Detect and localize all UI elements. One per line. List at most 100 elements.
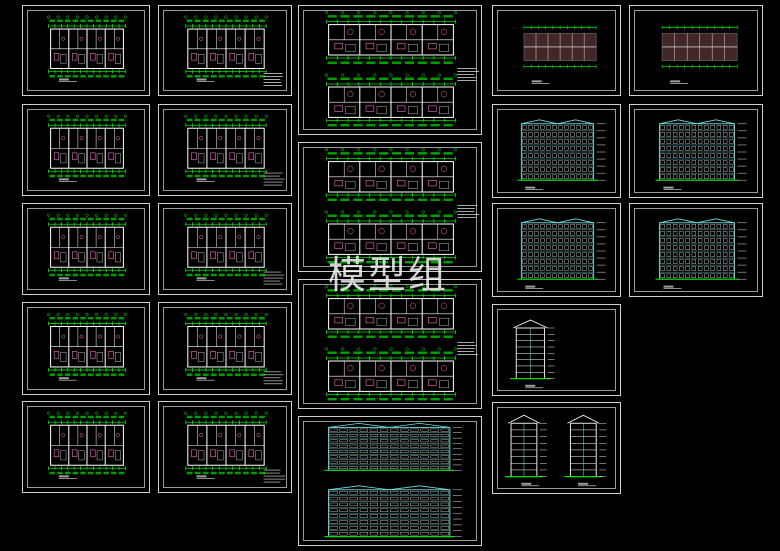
sheet-inner-frame bbox=[27, 307, 145, 390]
drawing-title-mark bbox=[196, 377, 215, 381]
sheet-drawing bbox=[325, 11, 479, 127]
drawing-title-mark bbox=[196, 277, 215, 281]
drawing-title-mark bbox=[196, 475, 215, 479]
drawing-title-mark bbox=[663, 186, 682, 190]
sheet-inner-frame bbox=[27, 10, 145, 91]
sheet-inner-frame bbox=[303, 10, 477, 130]
drawing-title-mark bbox=[521, 482, 540, 487]
drawing-title-mark bbox=[525, 285, 544, 289]
sheet-inner-frame bbox=[163, 208, 287, 290]
drawing-title-mark bbox=[525, 186, 544, 190]
sheet-inner-frame bbox=[634, 208, 758, 292]
sheet-inner-frame bbox=[497, 208, 616, 292]
sheet-drawing bbox=[517, 119, 606, 190]
sheet-drawing bbox=[184, 411, 286, 483]
sheet-inner-frame bbox=[497, 407, 616, 489]
roof-plan bbox=[661, 25, 738, 69]
drawing-notes bbox=[263, 371, 284, 385]
drawing-title-mark bbox=[525, 384, 544, 389]
drawing-sheet-wide-plan-3 bbox=[298, 279, 482, 409]
sheet-drawing bbox=[184, 15, 283, 86]
drawing-sheet-plan-1 bbox=[22, 5, 150, 96]
sheet-drawing bbox=[47, 411, 127, 479]
drawing-sheet-wide-elevation-1 bbox=[298, 416, 482, 546]
drawing-sheet-plan-8 bbox=[158, 302, 292, 395]
drawing-sheet-elevation-1 bbox=[492, 104, 621, 198]
sheet-inner-frame bbox=[497, 10, 616, 91]
drawing-title-mark bbox=[670, 80, 689, 84]
drawing-title-mark bbox=[531, 80, 550, 84]
building-section bbox=[564, 414, 607, 478]
sheet-drawing bbox=[184, 114, 285, 186]
sheet-inner-frame bbox=[163, 406, 287, 488]
sheet-inner-frame bbox=[303, 421, 477, 541]
floor-plan bbox=[184, 213, 268, 277]
building-elevation bbox=[655, 119, 747, 181]
floor-plan bbox=[47, 15, 127, 78]
sheet-drawing bbox=[47, 15, 127, 82]
floor-plan bbox=[325, 11, 457, 64]
drawing-title-mark bbox=[58, 178, 77, 182]
drawing-title-mark bbox=[58, 78, 77, 82]
sheet-inner-frame bbox=[163, 307, 287, 390]
floor-plan bbox=[325, 347, 457, 401]
sheet-drawing bbox=[505, 414, 607, 487]
sheet-inner-frame bbox=[27, 406, 145, 488]
sheet-inner-frame bbox=[27, 109, 145, 191]
floor-plan bbox=[47, 213, 127, 277]
floor-plan bbox=[184, 312, 268, 376]
drawing-sheet-roof-plan-1 bbox=[492, 5, 621, 96]
floor-plan bbox=[325, 210, 457, 264]
drawing-sheet-section-2 bbox=[492, 402, 621, 494]
building-elevation bbox=[324, 422, 462, 471]
sheet-inner-frame bbox=[497, 109, 616, 193]
sheet-drawing bbox=[324, 422, 462, 538]
drawing-title-mark bbox=[58, 377, 77, 381]
drawing-sheet-elevation-4 bbox=[629, 203, 763, 297]
sheet-inner-frame bbox=[303, 147, 477, 267]
drawing-sheet-plan-2 bbox=[158, 5, 292, 96]
drawing-notes bbox=[457, 205, 480, 218]
drawing-sheet-plan-6 bbox=[158, 203, 292, 295]
floor-plan bbox=[325, 148, 457, 201]
sheet-drawing bbox=[517, 218, 606, 289]
drawing-notes bbox=[263, 172, 285, 186]
floor-plan bbox=[184, 411, 268, 475]
sheet-inner-frame bbox=[163, 10, 287, 91]
floor-plan bbox=[47, 411, 127, 475]
drawing-title-mark bbox=[196, 78, 215, 82]
sheet-drawing bbox=[184, 312, 284, 385]
floor-plan bbox=[47, 114, 127, 178]
building-elevation bbox=[517, 218, 606, 280]
drawing-sheet-elevation-3 bbox=[492, 203, 621, 297]
drawing-notes bbox=[263, 469, 286, 483]
sheet-inner-frame bbox=[303, 284, 477, 404]
drawing-sheet-roof-plan-2 bbox=[629, 5, 763, 96]
sheet-inner-frame bbox=[163, 109, 287, 191]
drawing-title-mark bbox=[58, 277, 77, 281]
drawing-sheet-plan-7 bbox=[22, 302, 150, 395]
roof-plan bbox=[523, 25, 597, 69]
drawing-title-mark bbox=[578, 482, 597, 487]
floor-plan bbox=[325, 285, 457, 338]
drawing-sheet-wide-plan-2 bbox=[298, 142, 482, 272]
sheet-drawing bbox=[655, 119, 747, 190]
drawing-sheet-plan-4 bbox=[158, 104, 292, 196]
floor-plan bbox=[184, 114, 268, 178]
floor-plan bbox=[325, 73, 457, 127]
building-elevation bbox=[324, 485, 462, 538]
sheet-drawing bbox=[184, 213, 285, 285]
building-section bbox=[510, 319, 555, 380]
drawing-sheet-plan-5 bbox=[22, 203, 150, 295]
drawing-notes bbox=[457, 342, 478, 355]
sheet-drawing bbox=[510, 319, 555, 389]
sheet-drawing bbox=[47, 312, 127, 381]
sheet-drawing bbox=[655, 218, 747, 289]
drawing-notes bbox=[457, 68, 479, 81]
drawing-title-mark bbox=[663, 285, 682, 289]
building-section bbox=[505, 414, 547, 478]
building-elevation bbox=[517, 119, 606, 181]
drawing-title-mark bbox=[196, 178, 215, 182]
drawing-sheet-plan-3 bbox=[22, 104, 150, 196]
drawing-notes bbox=[263, 72, 283, 86]
